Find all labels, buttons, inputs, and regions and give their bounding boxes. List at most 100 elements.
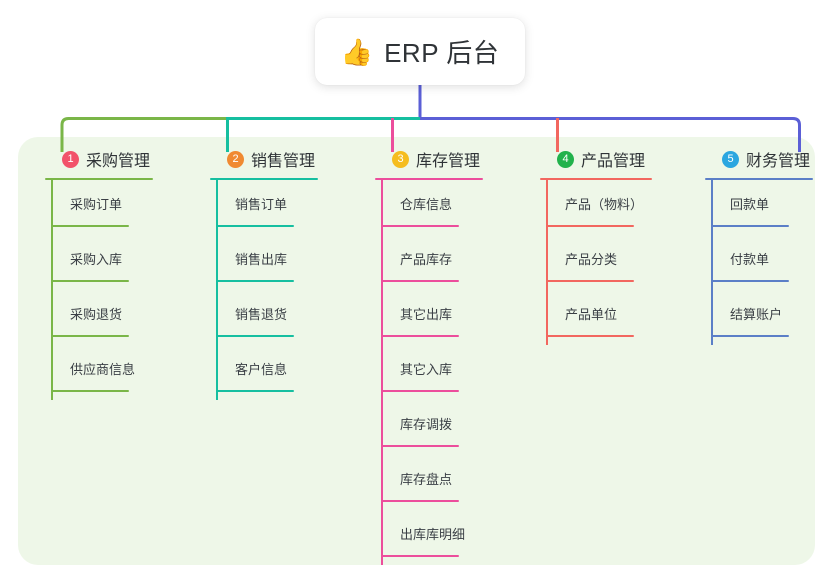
leaf-label: 产品分类 xyxy=(565,252,618,267)
column-title: 财务管理 xyxy=(746,153,811,170)
leaf-underline xyxy=(381,280,459,282)
leaf-connector xyxy=(711,180,713,235)
leaf-connector xyxy=(381,400,383,455)
column-5: 5 财务管理回款单付款单结算账户 xyxy=(700,148,839,345)
leaf-connector xyxy=(51,290,53,345)
leaf-underline xyxy=(711,335,789,337)
leaf-label: 库存盘点 xyxy=(400,472,453,487)
leaf-label: 采购入库 xyxy=(70,252,123,267)
leaf-connector xyxy=(216,345,218,400)
leaf-underline xyxy=(381,555,459,557)
column-underline xyxy=(540,178,652,180)
column-underline xyxy=(210,178,318,180)
leaf-label: 采购订单 xyxy=(70,197,123,212)
leaf-label: 销售退货 xyxy=(235,307,288,322)
column-underline xyxy=(45,178,153,180)
leaf-label: 付款单 xyxy=(730,252,770,267)
leaf-item[interactable]: 销售出库 xyxy=(205,235,353,290)
leaf-connector xyxy=(51,180,53,235)
leaf-connector xyxy=(381,455,383,510)
leaf-item[interactable]: 产品单位 xyxy=(535,290,683,345)
leaf-underline xyxy=(216,335,294,337)
title-card: 👍 ERP 后台 xyxy=(315,18,525,85)
column-underline xyxy=(375,178,483,180)
leaf-item[interactable]: 产品（物料） xyxy=(535,180,683,235)
leaf-underline xyxy=(216,390,294,392)
column-index-badge: 5 xyxy=(722,150,739,168)
leaf-label: 库存调拨 xyxy=(400,417,453,432)
leaf-item[interactable]: 库存调拨 xyxy=(370,400,518,455)
column-index-badge: 4 xyxy=(557,150,574,168)
leaf-underline xyxy=(381,390,459,392)
leaf-label: 出库库明细 xyxy=(400,527,466,542)
leaf-connector xyxy=(381,180,383,235)
leaf-connector xyxy=(216,235,218,290)
column-title: 销售管理 xyxy=(251,153,316,170)
leaf-item[interactable]: 产品库存 xyxy=(370,235,518,290)
leaf-item[interactable]: 其它出库 xyxy=(370,290,518,345)
leaf-underline xyxy=(546,280,634,282)
leaf-item[interactable]: 供应商信息 xyxy=(40,345,188,400)
column-4: 4 产品管理产品（物料） 产品分类产品单位 xyxy=(535,148,683,345)
leaf-label: 采购退货 xyxy=(70,307,123,322)
leaf-item[interactable]: 库存盘点 xyxy=(370,455,518,510)
leaf-underline xyxy=(711,280,789,282)
column-header[interactable]: 5 财务管理 xyxy=(722,148,839,170)
leaf-label: 销售订单 xyxy=(235,197,288,212)
leaf-label: 客户信息 xyxy=(235,362,288,377)
column-header[interactable]: 4 产品管理 xyxy=(557,148,683,170)
leaf-connector xyxy=(546,290,548,345)
column-underline xyxy=(705,178,813,180)
column-title: 采购管理 xyxy=(86,153,151,170)
leaf-item[interactable]: 其它入库 xyxy=(370,345,518,400)
leaf-underline xyxy=(381,225,459,227)
leaf-underline xyxy=(381,335,459,337)
leaf-connector xyxy=(711,235,713,290)
leaf-label: 回款单 xyxy=(730,197,770,212)
leaf-underline xyxy=(381,500,459,502)
leaf-underline xyxy=(51,280,129,282)
leaf-underline xyxy=(51,225,129,227)
leaf-underline xyxy=(546,225,634,227)
leaf-item[interactable]: 采购退货 xyxy=(40,290,188,345)
leaf-label: 结算账户 xyxy=(730,307,783,322)
column-title: 产品管理 xyxy=(581,153,646,170)
leaf-connector xyxy=(51,235,53,290)
leaf-item[interactable]: 采购入库 xyxy=(40,235,188,290)
leaf-connector xyxy=(381,290,383,345)
leaf-item[interactable]: 结算账户 xyxy=(700,290,839,345)
thumbs-up-icon: 👍 xyxy=(340,36,374,67)
leaf-connector xyxy=(51,345,53,400)
leaf-item[interactable]: 产品分类 xyxy=(535,235,683,290)
leaf-underline xyxy=(381,445,459,447)
leaf-item[interactable]: 仓库信息 xyxy=(370,180,518,235)
leaf-item[interactable]: 采购订单 xyxy=(40,180,188,235)
leaf-item[interactable]: 客户信息 xyxy=(205,345,353,400)
leaf-item[interactable]: 回款单 xyxy=(700,180,839,235)
column-header[interactable]: 1 采购管理 xyxy=(62,148,188,170)
leaf-underline xyxy=(51,335,129,337)
leaf-underline xyxy=(711,225,789,227)
leaf-item[interactable]: 销售订单 xyxy=(205,180,353,235)
leaf-connector xyxy=(381,235,383,290)
diagram-panel xyxy=(18,137,815,565)
leaf-item[interactable]: 销售退货 xyxy=(205,290,353,345)
leaf-connector xyxy=(381,345,383,400)
leaf-connector xyxy=(546,180,548,235)
column-index-badge: 1 xyxy=(62,150,79,168)
leaf-label: 供应商信息 xyxy=(70,362,136,377)
leaf-connector xyxy=(711,290,713,345)
leaf-item[interactable]: 出库库明细 xyxy=(370,510,518,565)
leaf-connector xyxy=(381,510,383,565)
leaf-underline xyxy=(216,225,294,227)
column-index-badge: 3 xyxy=(392,150,409,168)
leaf-label: 销售出库 xyxy=(235,252,288,267)
leaf-underline xyxy=(216,280,294,282)
leaf-label: 产品单位 xyxy=(565,307,618,322)
leaf-connector xyxy=(216,290,218,345)
leaf-item[interactable]: 付款单 xyxy=(700,235,839,290)
